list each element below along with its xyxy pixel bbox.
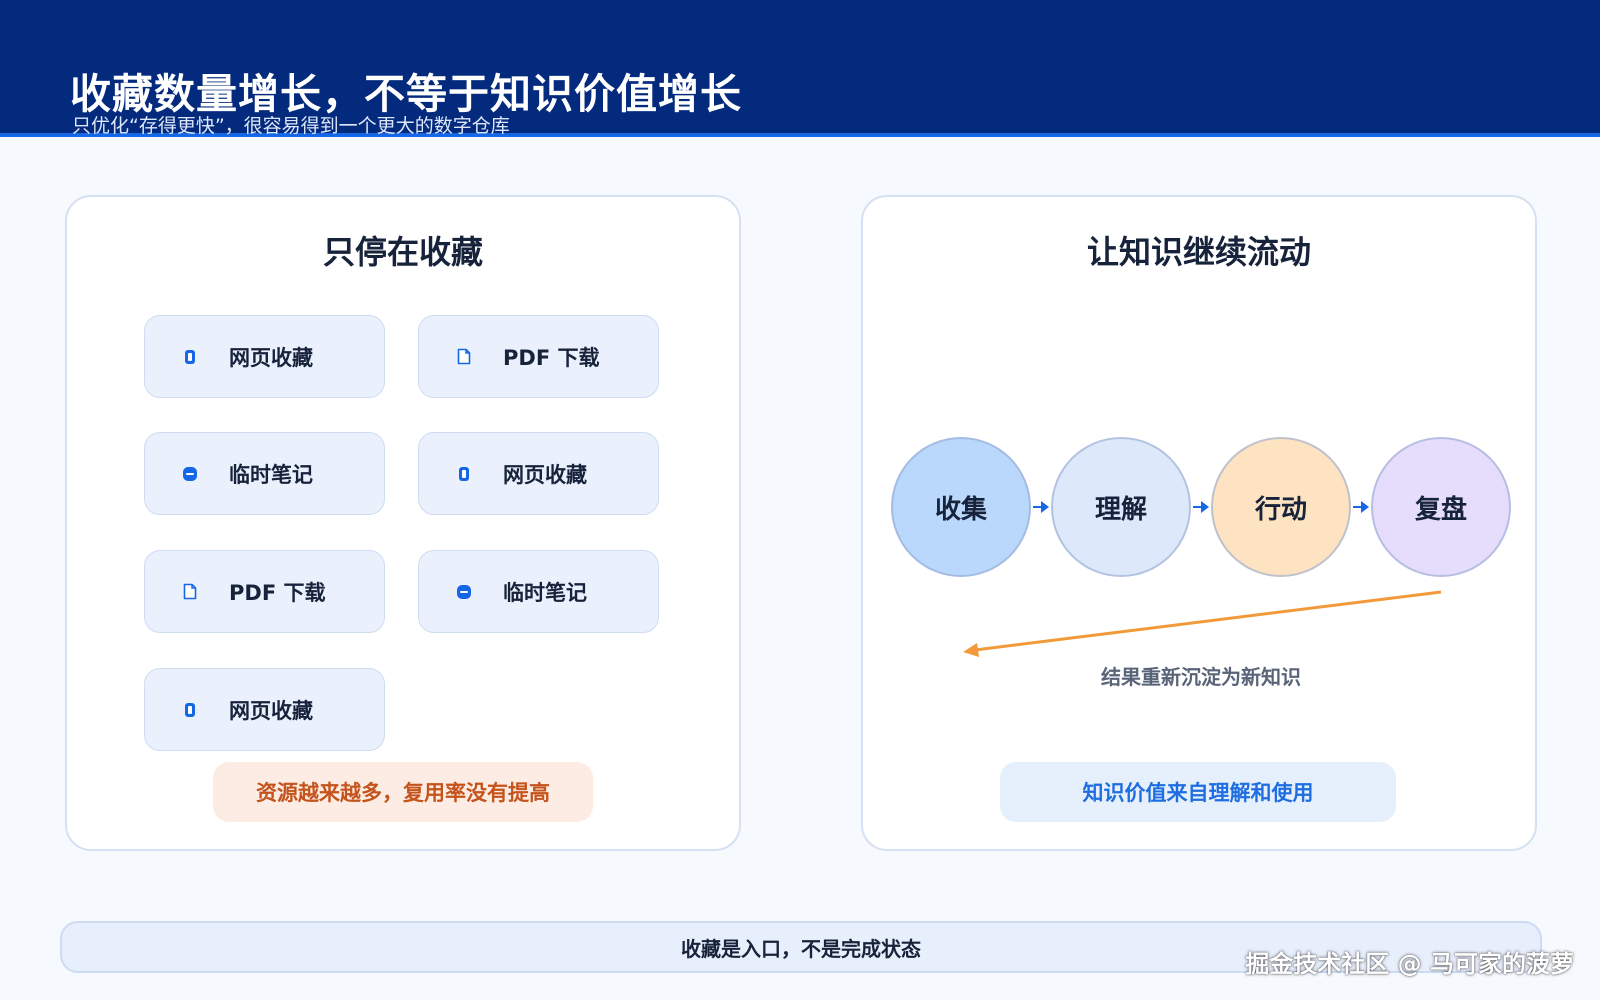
left-panel-title: 只停在收藏	[322, 233, 483, 271]
footer-message: 收藏是入口，不是完成状态	[60, 921, 1542, 973]
document-icon	[455, 348, 473, 366]
page-title: 收藏数量增长，不等于知识价值增长	[70, 70, 742, 118]
bookmark-icon	[181, 701, 199, 719]
resource-card: PDF 下载	[418, 315, 659, 398]
knowledge-flow-panel: 让知识继续流动 收集 理解 行动 复盘 结果重新沉淀为新知识 知识价值来自理解和…	[861, 195, 1537, 851]
step-act: 行动	[1211, 437, 1351, 577]
resource-card-label: 网页收藏	[229, 345, 313, 370]
resource-card: 临时笔记	[144, 432, 385, 515]
step-understand: 理解	[1051, 437, 1191, 577]
resource-card-label: PDF 下载	[503, 345, 600, 370]
resource-card: 网页收藏	[418, 432, 659, 515]
step-review: 复盘	[1371, 437, 1511, 577]
resource-card-label: 临时笔记	[229, 462, 313, 487]
resource-card: 临时笔记	[418, 550, 659, 633]
watermark: 掘金技术社区 @ 马可家的菠萝	[1245, 950, 1574, 978]
resource-card: PDF 下载	[144, 550, 385, 633]
loop-caption: 结果重新沉淀为新知识	[1101, 665, 1301, 689]
right-panel-title: 让知识继续流动	[1086, 233, 1311, 271]
resource-card: 网页收藏	[144, 668, 385, 751]
resource-card-label: 网页收藏	[503, 462, 587, 487]
resource-card-label: 临时笔记	[503, 580, 587, 605]
conclusion-note: 知识价值来自理解和使用	[1000, 762, 1396, 822]
bookmark-icon	[455, 465, 473, 483]
page-subtitle: 只优化“存得更快”，很容易得到一个更大的数字仓库	[72, 115, 510, 137]
warning-note: 资源越来越多，复用率没有提高	[213, 762, 593, 822]
resource-card: 网页收藏	[144, 315, 385, 398]
header-banner: 收藏数量增长，不等于知识价值增长 只优化“存得更快”，很容易得到一个更大的数字仓…	[0, 0, 1600, 137]
bookmark-icon	[181, 348, 199, 366]
note-icon	[181, 465, 199, 483]
step-arrow	[1193, 501, 1209, 513]
step-collect: 收集	[891, 437, 1031, 577]
collect-only-panel: 只停在收藏 网页收藏 PDF 下载 临时笔记 网页收藏 PDF 下载	[65, 195, 741, 851]
document-icon	[181, 583, 199, 601]
note-icon	[455, 583, 473, 601]
step-arrow	[1353, 501, 1369, 513]
step-arrow	[1033, 501, 1049, 513]
resource-card-label: 网页收藏	[229, 698, 313, 723]
resource-card-label: PDF 下载	[229, 580, 326, 605]
feedback-loop-arrow	[963, 590, 1442, 657]
